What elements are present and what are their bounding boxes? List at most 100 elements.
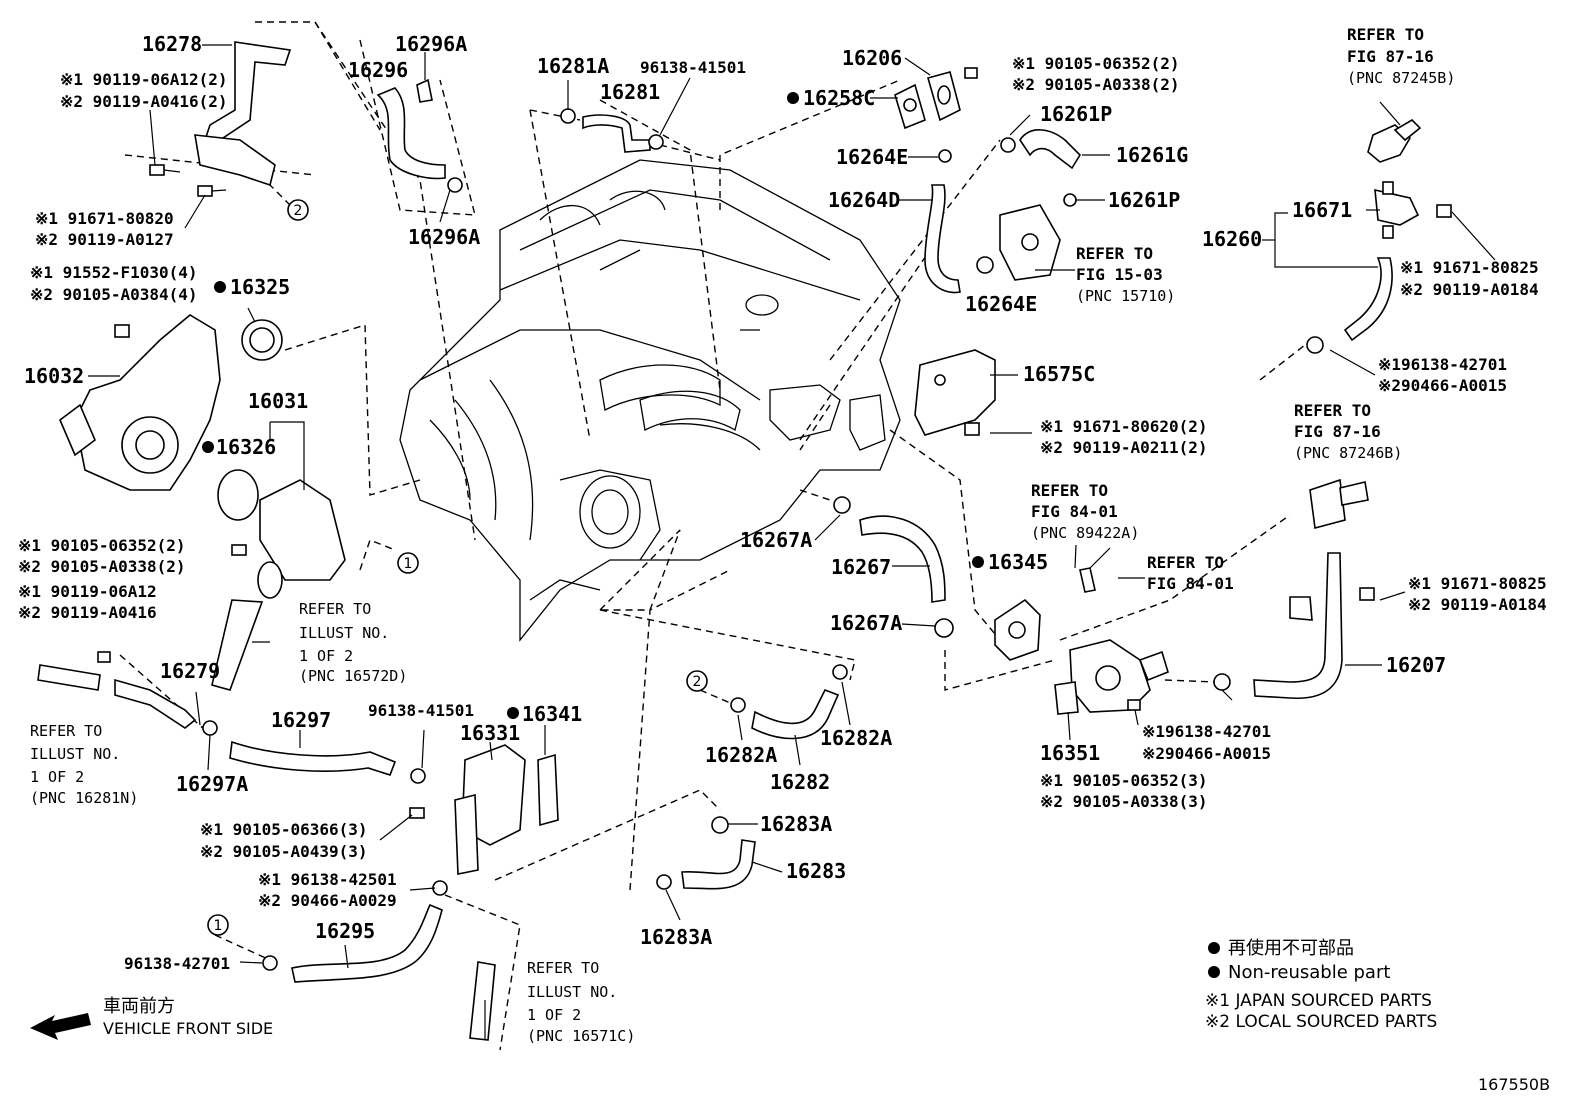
svg-text:※290466-A0015: ※290466-A0015 (1142, 744, 1271, 763)
svg-text:※1 96138-42501: ※1 96138-42501 (258, 870, 397, 889)
circled-marker-2: 2 (287, 199, 309, 221)
svg-text:(PNC 87245B): (PNC 87245B) (1347, 69, 1455, 87)
part-label-16031: 16031 (248, 389, 308, 413)
svg-text:※2 90119-A0127: ※2 90119-A0127 (35, 230, 174, 249)
svg-text:※196138-42701: ※196138-42701 (1378, 355, 1507, 374)
circled-marker-1: 1 (207, 914, 229, 936)
part-label-16278: 16278 (142, 32, 202, 56)
part-label-16283A: 16283A (640, 925, 712, 949)
part-label-16351: 16351 (1040, 741, 1100, 765)
svg-text:※2 90119-A0184: ※2 90119-A0184 (1408, 595, 1547, 614)
bolt-icon (409, 807, 425, 819)
part-label-16341: 16341 (522, 702, 582, 726)
part-label-16279: 16279 (160, 659, 220, 683)
legend: 再使用不可部品 Non-reusable part ※1 JAPAN SOURC… (1205, 938, 1437, 1032)
svg-text:(PNC 87246B): (PNC 87246B) (1294, 444, 1402, 462)
svg-text:(PNC 16571C): (PNC 16571C) (527, 1027, 635, 1045)
bolt-icon (149, 164, 181, 176)
vehicle-front-arrow-icon (30, 1013, 91, 1040)
part-label-16264E: 16264E (965, 292, 1037, 316)
part-label-16326: 16326 (216, 435, 276, 459)
svg-text:※2 90119-A0184: ※2 90119-A0184 (1400, 280, 1539, 299)
bolt-icon (964, 422, 980, 436)
leader-lines (88, 44, 1496, 1040)
legend-nonreusable-en: Non-reusable part (1228, 962, 1390, 983)
svg-text:※1 91671-80825: ※1 91671-80825 (1400, 258, 1539, 277)
part-label-16032: 16032 (24, 364, 84, 388)
part-label-16258C: 16258C (803, 86, 875, 110)
engine-block-drawing (399, 159, 901, 642)
part-label-16261P: 16261P (1108, 188, 1180, 212)
svg-text:FIG 84-01: FIG 84-01 (1031, 502, 1118, 521)
part-label-16282: 16282 (770, 770, 830, 794)
svg-text:REFER TO: REFER TO (1031, 481, 1108, 500)
svg-text:1: 1 (214, 918, 223, 934)
part-label-16345: 16345 (988, 550, 1048, 574)
svg-text:FIG 87-16: FIG 87-16 (1294, 422, 1381, 441)
part-label-16295: 16295 (315, 919, 375, 943)
svg-text:REFER TO: REFER TO (527, 959, 599, 977)
svg-text:REFER TO: REFER TO (30, 722, 102, 740)
part-label-16267: 16267 (831, 555, 891, 579)
svg-text:※2 90105-A0439(3): ※2 90105-A0439(3) (200, 842, 368, 861)
part-label-16261P: 16261P (1040, 102, 1112, 126)
part-label-16325: 16325 (230, 275, 290, 299)
part-label-16331: 16331 (460, 721, 520, 745)
non-reusable-dot-icons (202, 92, 1220, 978)
part-label-16296A: 16296A (408, 225, 480, 249)
part-label-16264E: 16264E (836, 145, 908, 169)
svg-text:ILLUST NO.: ILLUST NO. (527, 983, 617, 1001)
part-label-16281A: 16281A (537, 54, 609, 78)
part-label-16281: 16281 (600, 80, 660, 104)
part-label-96138-41501: 96138-41501 (368, 701, 474, 720)
part-label-16282A: 16282A (820, 726, 892, 750)
svg-text:1: 1 (404, 556, 413, 572)
bolt-icon (964, 67, 978, 79)
svg-text:※1 90119-06A12(2): ※1 90119-06A12(2) (60, 70, 228, 89)
vehicle-front-label-en: VEHICLE FRONT SIDE (103, 1019, 273, 1038)
svg-text:※2 90105-A0338(2): ※2 90105-A0338(2) (18, 557, 186, 576)
part-label-16260: 16260 (1202, 227, 1262, 251)
bolt-icon (197, 185, 227, 197)
svg-text:REFER TO: REFER TO (299, 600, 371, 618)
bolt-icon (97, 651, 111, 663)
bolt-icon (1359, 587, 1375, 601)
svg-text:※2 90105-A0338(2): ※2 90105-A0338(2) (1012, 75, 1180, 94)
svg-text:※2 90466-A0029: ※2 90466-A0029 (258, 891, 397, 910)
svg-text:1 OF 2: 1 OF 2 (30, 768, 84, 786)
svg-text:※2 90119-A0416(2): ※2 90119-A0416(2) (60, 92, 228, 111)
svg-text:※1 91671-80620(2): ※1 91671-80620(2) (1040, 417, 1208, 436)
svg-text:1 OF 2: 1 OF 2 (299, 647, 353, 665)
part-label-16296A: 16296A (395, 32, 467, 56)
svg-text:REFER TO: REFER TO (1147, 553, 1224, 572)
svg-text:(PNC 89422A): (PNC 89422A) (1031, 524, 1139, 542)
source-notes: ※1 90119-06A12(2) ※2 90119-A0416(2) ※1 9… (18, 54, 1547, 910)
part-drawings (37, 41, 1452, 1041)
svg-text:REFER TO: REFER TO (1347, 25, 1424, 44)
part-label-16207: 16207 (1386, 653, 1446, 677)
part-label-16264D: 16264D (828, 188, 900, 212)
svg-text:※1 90105-06352(2): ※1 90105-06352(2) (18, 536, 186, 555)
svg-text:FIG 87-16: FIG 87-16 (1347, 47, 1434, 66)
bolt-icon (114, 324, 130, 338)
svg-text:※2 90105-A0338(3): ※2 90105-A0338(3) (1040, 792, 1208, 811)
part-label-16206: 16206 (842, 46, 902, 70)
vehicle-front-label-jp: 車両前方 (103, 996, 175, 1017)
svg-text:REFER TO: REFER TO (1294, 401, 1371, 420)
svg-text:ILLUST NO.: ILLUST NO. (299, 624, 389, 642)
svg-text:2: 2 (693, 674, 702, 690)
circled-marker-2: 2 (686, 670, 708, 692)
part-label-16296: 16296 (348, 58, 408, 82)
part-label-96138-41501: 96138-41501 (640, 58, 746, 77)
part-label-16267A: 16267A (830, 611, 902, 635)
legend-nonreusable-jp: 再使用不可部品 (1228, 938, 1354, 959)
part-label-16671: 16671 (1292, 198, 1352, 222)
part-label-16283: 16283 (786, 859, 846, 883)
svg-text:※290466-A0015: ※290466-A0015 (1378, 376, 1507, 395)
svg-text:※2 90105-A0384(4): ※2 90105-A0384(4) (30, 285, 198, 304)
legend-local-sourced: ※2 LOCAL SOURCED PARTS (1205, 1012, 1437, 1032)
svg-text:1 OF 2: 1 OF 2 (527, 1006, 581, 1024)
part-label-16283A: 16283A (760, 812, 832, 836)
svg-text:※2 90119-A0211(2): ※2 90119-A0211(2) (1040, 438, 1208, 457)
svg-text:ILLUST NO.: ILLUST NO. (30, 745, 120, 763)
